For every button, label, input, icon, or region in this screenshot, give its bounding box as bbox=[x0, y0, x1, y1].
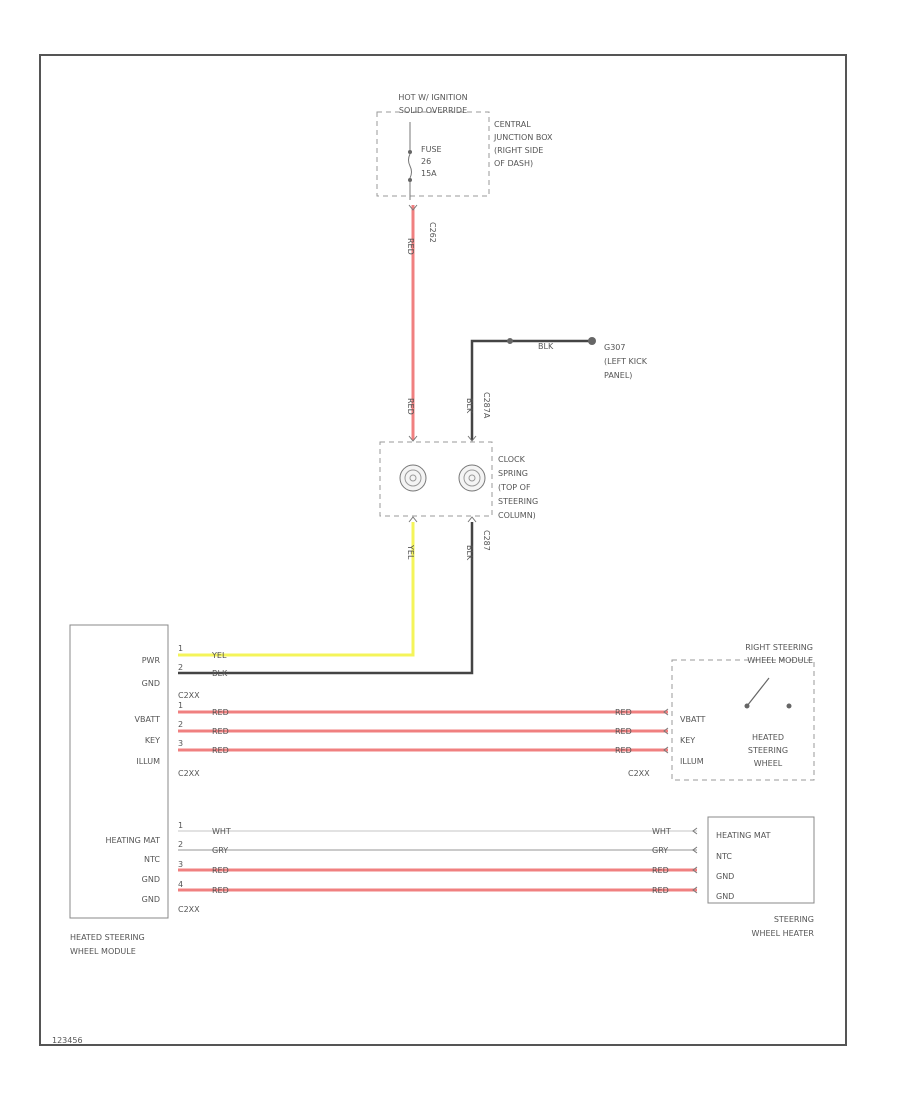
pwr-wire-color: YEL bbox=[211, 651, 227, 660]
fuse-location-3: (RIGHT SIDE bbox=[494, 146, 543, 155]
clockspring-coil-left bbox=[399, 464, 427, 492]
heater-wire-1-color-left: WHT bbox=[212, 827, 231, 836]
pwr-wire: YEL YEL 1 bbox=[178, 522, 415, 660]
heater-pin-heating-mat: HEATING MAT bbox=[716, 831, 771, 840]
heater-wire-3-pin: 3 bbox=[178, 860, 183, 869]
clockspring-name-5: COLUMN) bbox=[498, 511, 536, 520]
feed-wire-color-bottom: RED bbox=[406, 398, 415, 415]
heater-wire-2-color-left: GRY bbox=[212, 846, 228, 855]
clockspring: C287A CLOCK SPRING (TOP OF STEERING COLU… bbox=[379, 392, 538, 551]
module-pin-gnd2: GND bbox=[142, 895, 160, 904]
fuse-number: 26 bbox=[421, 157, 431, 166]
fuse-location-1: CENTRAL bbox=[494, 120, 531, 129]
switch-wire-3-pin: 3 bbox=[178, 739, 183, 748]
fuse-label: FUSE bbox=[421, 145, 442, 154]
switch-wire-3-color-right: RED bbox=[615, 746, 632, 755]
pwr-wire-color-vertical: YEL bbox=[406, 544, 415, 560]
ground-wire-color: BLK bbox=[538, 342, 554, 351]
right-steering-wheel-switch: RIGHT STEERING WHEEL MODULE VBATT KEY IL… bbox=[628, 643, 815, 781]
fuse-location-2: JUNCTION BOX bbox=[493, 133, 553, 142]
switch-wire-1-color-right: RED bbox=[615, 708, 632, 717]
ground-g307: BLK G307 (LEFT KICK PANEL) BLK bbox=[465, 337, 648, 440]
module-name-2: WHEEL MODULE bbox=[70, 947, 136, 956]
fuse-block-title-2: SOLID OVERRIDE bbox=[399, 106, 467, 115]
switch-pin-key: KEY bbox=[680, 736, 695, 745]
feed-wire: RED RED bbox=[406, 204, 418, 440]
switch-wire-2-color-right: RED bbox=[615, 727, 632, 736]
ground-location-1: (LEFT KICK bbox=[604, 357, 648, 366]
fuse-location-4: OF DASH) bbox=[494, 159, 533, 168]
clockspring-connector-top: C287A bbox=[482, 392, 491, 419]
clockspring-name-4: STEERING bbox=[498, 497, 538, 506]
clockspring-connector-bottom: C287 bbox=[482, 530, 491, 551]
switch-wire-2-color-left: RED bbox=[212, 727, 229, 736]
switch-wire-3-color-left: RED bbox=[212, 746, 229, 755]
steering-wheel-heater: HEATING MAT NTC GND GND STEERING WHEEL H… bbox=[707, 816, 815, 938]
switch-label-2: STEERING bbox=[748, 746, 788, 755]
module-pin-gnd1: GND bbox=[142, 875, 160, 884]
pwr-pin: 1 bbox=[178, 644, 183, 653]
switch-connector: C2XX bbox=[628, 769, 650, 778]
gnd-wire: BLK BLK 2 bbox=[178, 522, 474, 678]
clockspring-coil-right bbox=[458, 464, 486, 492]
switch-pin-illum: ILLUM bbox=[680, 757, 704, 766]
heater-wire-1-color-right: WHT bbox=[652, 827, 671, 836]
switch-label-3: WHEEL bbox=[754, 759, 783, 768]
heated-steering-wheel-module: PWR GND C2XX VBATT KEY ILLUM C2XX HEATIN… bbox=[69, 624, 200, 956]
switch-wires: 1 2 3 RED RED RED RED RED RED bbox=[178, 701, 669, 755]
clockspring-name-3: (TOP OF bbox=[498, 483, 531, 492]
heater-wire-2-pin: 2 bbox=[178, 840, 183, 849]
heater-wire-3-color-left: RED bbox=[212, 866, 229, 875]
clockspring-name-2: SPRING bbox=[498, 469, 528, 478]
ground-wire-color-vertical: BLK bbox=[465, 398, 474, 414]
module-pin-ntc: NTC bbox=[144, 855, 160, 864]
gnd-pin: 2 bbox=[178, 663, 183, 672]
heater-wire-3-color-right: RED bbox=[652, 866, 669, 875]
switch-title-2: WHEEL MODULE bbox=[747, 656, 813, 665]
heater-wire-4-pin: 4 bbox=[178, 880, 183, 889]
gnd-wire-color-vertical: BLK bbox=[465, 545, 474, 561]
module-pin-pwr: PWR bbox=[142, 656, 161, 665]
switch-wire-1-color-left: RED bbox=[212, 708, 229, 717]
switch-contact-icon bbox=[744, 677, 792, 709]
fuse-rating: 15A bbox=[421, 169, 437, 178]
module-name-1: HEATED STEERING bbox=[70, 933, 145, 942]
switch-title-1: RIGHT STEERING bbox=[745, 643, 813, 652]
switch-pin-vbatt: VBATT bbox=[680, 715, 706, 724]
switch-label-1: HEATED bbox=[752, 733, 784, 742]
module-conn2: C2XX bbox=[178, 769, 200, 778]
ground-name: G307 bbox=[604, 343, 625, 352]
heater-pin-ntc: NTC bbox=[716, 852, 732, 861]
heater-wires: 1 2 3 4 WHT GRY RED RED WHT GRY RED RED bbox=[178, 821, 698, 895]
feed-wire-color-top: RED bbox=[406, 238, 415, 255]
fuse-block: HOT W/ IGNITION SOLID OVERRIDE FUSE 26 1… bbox=[376, 93, 553, 243]
module-conn3: C2XX bbox=[178, 905, 200, 914]
clockspring-name-1: CLOCK bbox=[498, 455, 526, 464]
module-pin-illum: ILLUM bbox=[136, 757, 160, 766]
module-pin-heating-mat: HEATING MAT bbox=[105, 836, 160, 845]
heater-pin-gnd1: GND bbox=[716, 872, 734, 881]
switch-wire-2-pin: 2 bbox=[178, 720, 183, 729]
fuse-connector: C262 bbox=[428, 222, 437, 243]
module-conn1: C2XX bbox=[178, 691, 200, 700]
heater-name-1: STEERING bbox=[774, 915, 814, 924]
heater-name-2: WHEEL HEATER bbox=[752, 929, 815, 938]
diagram-footer-id: 123456 bbox=[52, 1036, 83, 1045]
module-pin-gnd: GND bbox=[142, 679, 160, 688]
heater-wire-4-color-right: RED bbox=[652, 886, 669, 895]
ground-location-2: PANEL) bbox=[604, 371, 632, 380]
module-pin-key: KEY bbox=[145, 736, 160, 745]
heater-wire-2-color-right: GRY bbox=[652, 846, 668, 855]
switch-wire-1-pin: 1 bbox=[178, 701, 183, 710]
heater-pin-gnd2: GND bbox=[716, 892, 734, 901]
fuse-block-title-1: HOT W/ IGNITION bbox=[398, 93, 467, 102]
module-pin-vbatt: VBATT bbox=[135, 715, 161, 724]
diagram-frame bbox=[39, 54, 847, 1046]
heater-wire-4-color-left: RED bbox=[212, 886, 229, 895]
heater-wire-1-pin: 1 bbox=[178, 821, 183, 830]
gnd-wire-color: BLK bbox=[212, 669, 228, 678]
